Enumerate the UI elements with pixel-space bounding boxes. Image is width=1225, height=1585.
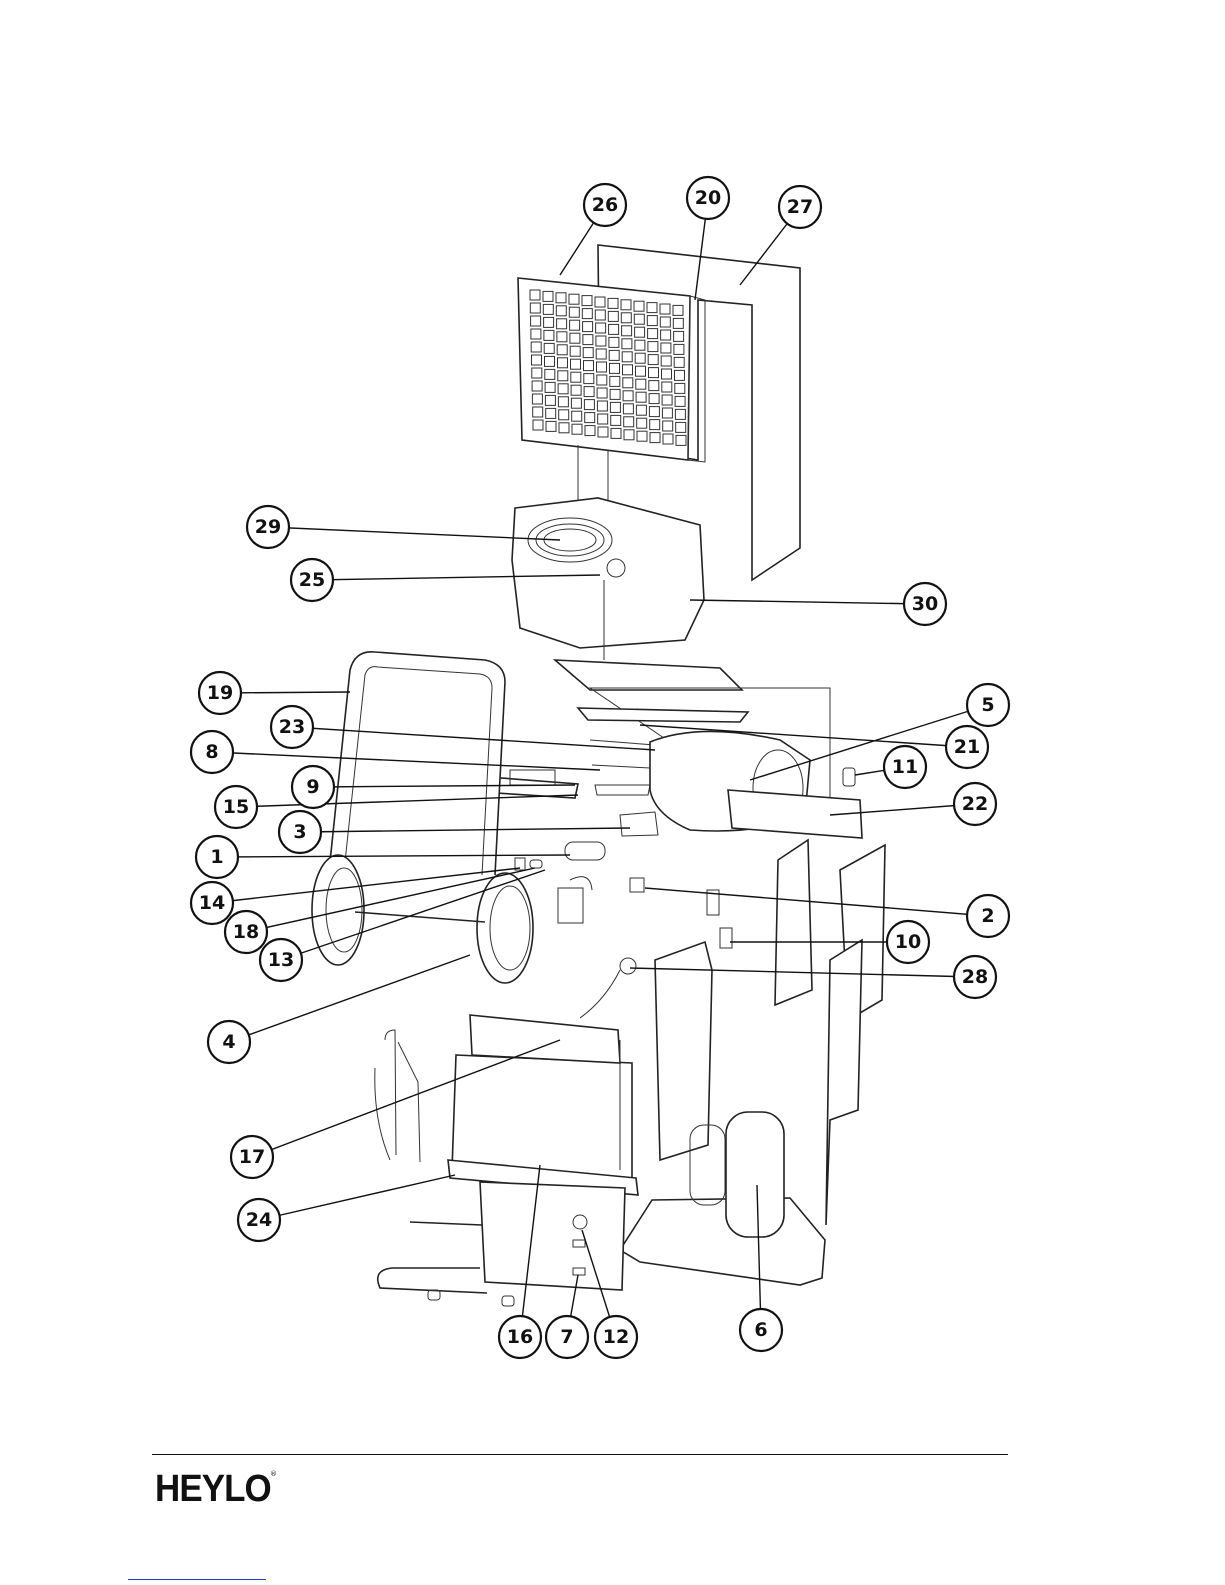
callout-15: 15 xyxy=(215,786,257,828)
leader-line xyxy=(690,600,925,604)
leader-line xyxy=(645,888,988,916)
svg-text:5: 5 xyxy=(981,694,994,716)
leader-line xyxy=(259,1175,455,1220)
footer-rule xyxy=(152,1454,1008,1455)
callout-27: 27 xyxy=(779,186,821,228)
callout-1: 1 xyxy=(196,836,238,878)
svg-text:18: 18 xyxy=(233,921,259,943)
registered-mark: ® xyxy=(270,1470,277,1478)
svg-text:20: 20 xyxy=(695,187,721,209)
callout-14: 14 xyxy=(191,882,233,924)
svg-text:3: 3 xyxy=(293,821,306,843)
callout-4: 4 xyxy=(208,1021,250,1063)
svg-text:30: 30 xyxy=(912,593,938,615)
svg-text:14: 14 xyxy=(199,892,225,914)
svg-text:27: 27 xyxy=(787,196,813,218)
front-grille xyxy=(518,278,690,460)
svg-text:16: 16 xyxy=(507,1326,533,1348)
callout-25: 25 xyxy=(291,559,333,601)
callout-5: 5 xyxy=(967,684,1009,726)
callout-7: 7 xyxy=(546,1316,588,1358)
svg-text:4: 4 xyxy=(222,1031,235,1053)
callout-17: 17 xyxy=(231,1136,273,1178)
trolley-handle xyxy=(330,652,505,875)
callout-13: 13 xyxy=(260,939,302,981)
svg-text:6: 6 xyxy=(754,1319,767,1341)
callout-30: 30 xyxy=(904,583,946,625)
svg-text:12: 12 xyxy=(603,1326,629,1348)
callout-16: 16 xyxy=(499,1316,541,1358)
svg-text:26: 26 xyxy=(592,194,618,216)
svg-text:29: 29 xyxy=(255,516,281,538)
condensate-pan xyxy=(480,1182,625,1290)
wheel-left xyxy=(312,855,364,965)
svg-text:8: 8 xyxy=(205,741,218,763)
callout-23: 23 xyxy=(271,706,313,748)
svg-text:28: 28 xyxy=(962,966,988,988)
svg-text:13: 13 xyxy=(268,949,294,971)
wheel-right xyxy=(477,873,533,983)
callout-12: 12 xyxy=(595,1316,637,1358)
callout-18: 18 xyxy=(225,911,267,953)
svg-text:21: 21 xyxy=(954,736,980,758)
svg-text:17: 17 xyxy=(239,1146,265,1168)
svg-text:11: 11 xyxy=(892,756,918,778)
callout-6: 6 xyxy=(740,1309,782,1351)
callout-26: 26 xyxy=(584,184,626,226)
callout-19: 19 xyxy=(199,672,241,714)
callout-20: 20 xyxy=(687,177,729,219)
callout-22: 22 xyxy=(954,783,996,825)
callout-8: 8 xyxy=(191,731,233,773)
footer-link-underline[interactable] xyxy=(128,1579,266,1580)
callout-29: 29 xyxy=(247,506,289,548)
leader-line xyxy=(217,855,570,857)
callout-21: 21 xyxy=(946,726,988,768)
svg-text:2: 2 xyxy=(981,905,994,927)
svg-text:23: 23 xyxy=(279,716,305,738)
svg-text:9: 9 xyxy=(306,776,319,798)
leader-line xyxy=(212,868,520,903)
base-chassis xyxy=(620,1198,825,1285)
svg-text:1: 1 xyxy=(210,846,223,868)
svg-text:19: 19 xyxy=(207,682,233,704)
svg-text:22: 22 xyxy=(962,793,988,815)
callout-10: 10 xyxy=(887,921,929,963)
svg-text:24: 24 xyxy=(246,1209,272,1231)
callout-2: 2 xyxy=(967,895,1009,937)
brand-logo: HEYLO xyxy=(155,1468,271,1511)
callout-28: 28 xyxy=(954,956,996,998)
back-panel xyxy=(655,942,712,1160)
callout-3: 3 xyxy=(279,811,321,853)
svg-text:25: 25 xyxy=(299,569,325,591)
part-drawings xyxy=(312,245,885,1306)
svg-text:10: 10 xyxy=(895,931,921,953)
callout-24: 24 xyxy=(238,1199,280,1241)
callout-9: 9 xyxy=(292,766,334,808)
svg-text:15: 15 xyxy=(223,796,249,818)
svg-text:7: 7 xyxy=(560,1326,573,1348)
callout-11: 11 xyxy=(884,746,926,788)
